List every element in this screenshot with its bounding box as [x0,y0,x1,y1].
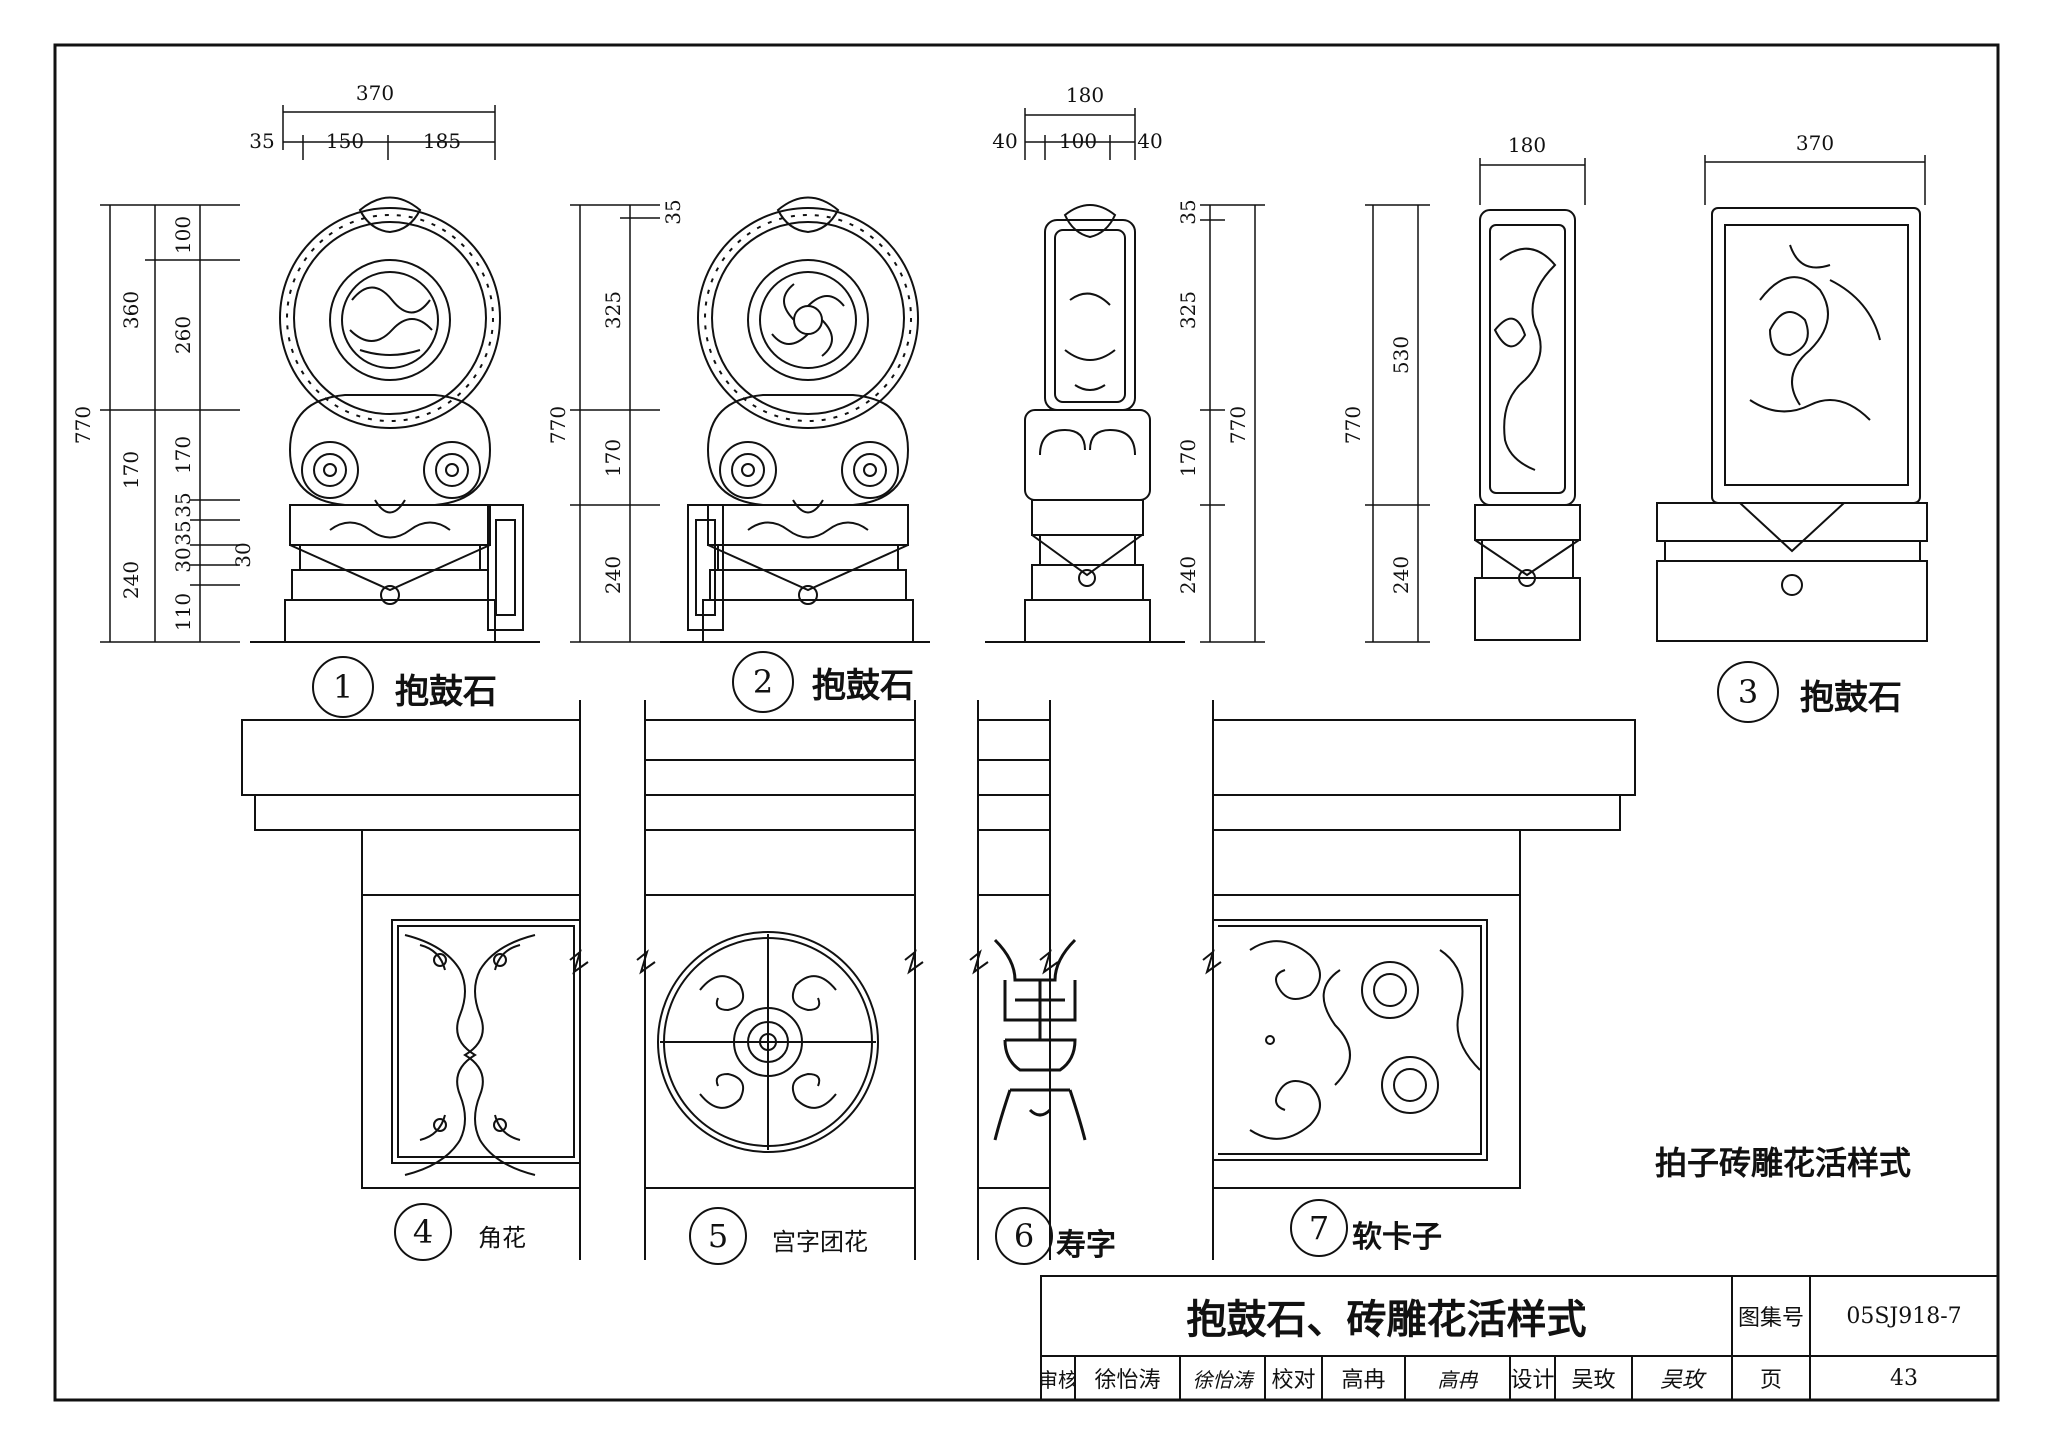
checker-signature: 高冉 [1437,1367,1478,1392]
designer-signature: 吴玫 [1659,1368,1704,1393]
dim-stone2-240: 240 [601,556,625,594]
stone-2-elevation [660,196,930,643]
dim-stone2-35: 35 [661,199,685,224]
drawing-number-circle-6 [995,1207,1053,1265]
dimension-labels: 370 35 150 185 180 40 100 40 180 370 770… [71,81,1834,631]
dim-stone1-240a: 240 [119,561,143,599]
dim-side-40-right: 40 [1137,129,1162,153]
drawing-number-circle-7 [1290,1199,1348,1257]
drawing-number-circle-3 [1717,661,1779,723]
stone-2-label: 抱鼓石 [812,666,914,706]
carving-label-ruankazi: 软卡子 [1352,1220,1442,1255]
drawing-number-circle-4 [394,1203,452,1261]
stone-1-label: 抱鼓石 [395,672,497,712]
dim-stone1-185: 185 [423,129,461,153]
drawing-number-3: 3 [1738,673,1758,711]
page-label: 页 [1759,1368,1782,1393]
review-label: 审核 [1041,1367,1075,1392]
dim-stone1-110: 110 [171,593,195,631]
dim-stone2-325: 325 [601,291,625,329]
atlas-number: 05SJ918-7 [1846,1303,1962,1329]
carving-panel-5-gongzi-tuanhua [657,931,879,1153]
drawing-number-circle-2 [732,651,794,713]
drawing-number-5: 5 [708,1217,728,1255]
stone-3-label: 抱鼓石 [1800,678,1902,718]
atlas-label: 图集号 [1737,1306,1804,1331]
drawing-number-2: 2 [753,663,773,701]
dim-stone1-770: 770 [71,406,95,444]
dim-stone1-30a: 30 [171,547,195,572]
drawing-number-circle-5 [689,1207,747,1265]
drawing-number-7: 7 [1309,1209,1329,1247]
drawing-border [53,43,2000,1402]
drawing-numbers: 1 2 3 4 5 6 7 [333,663,1758,1255]
stone-3-front-elevation [1656,207,1928,642]
dim-stone3-front-370: 370 [1796,131,1834,155]
dim-stone3-530: 530 [1389,336,1413,374]
drawing-title: 抱鼓石、砖雕花活样式 [1186,1297,1587,1343]
dim-stone3-side-180: 180 [1508,133,1546,157]
design-label: 设计 [1510,1368,1555,1393]
dim-stone1-260: 260 [171,316,195,354]
stone-1-elevation [250,196,540,643]
stone-side-elevation [985,204,1185,643]
reviewer-name: 徐怡涛 [1094,1368,1161,1393]
checker-name: 高冉 [1341,1368,1386,1393]
dim-stone1-35a: 35 [171,492,195,517]
dim-side-240: 240 [1176,556,1200,594]
dim-stone1-170b: 170 [171,436,195,474]
check-label: 校对 [1271,1368,1316,1393]
reviewer-signature: 徐怡涛 [1192,1367,1253,1392]
stone-3-side-elevation [1474,209,1581,641]
carving-panel-7-ruankazi [1213,919,1488,1161]
section-title: 拍子砖雕花活样式 [1655,1144,1912,1182]
dim-side-325: 325 [1176,291,1200,329]
dim-side-770: 770 [1226,406,1250,444]
dim-stone1-150: 150 [326,129,364,153]
carving-panel-4-jiaohua [391,919,581,1176]
title-block-grid [1040,1275,1999,1401]
drawing-number-1: 1 [333,668,353,706]
dim-stone1-width: 370 [356,81,394,105]
dim-stone1-100: 100 [171,216,195,254]
stone-3-side-dimensions [1365,158,1586,643]
dim-stone3-770: 770 [1341,406,1365,444]
stone-3-front-dimensions [1704,155,1926,205]
dim-stone1-35: 35 [249,129,274,153]
dim-side-40-left: 40 [992,129,1017,153]
dim-stone3-240: 240 [1389,556,1413,594]
dim-stone2-770: 770 [546,406,570,444]
dim-side-100: 100 [1059,129,1097,153]
carving-panel-6-shouzi [993,938,1087,1141]
designer-name: 吴玫 [1571,1368,1616,1393]
stone-side-dimensions [1024,108,1265,643]
brick-wall-elevation [241,700,1636,1260]
carving-label-jiaohua: 角花 [478,1224,526,1252]
carving-label-gongzi-tuanhua: 宫字团花 [772,1228,868,1256]
dim-stone1-35b: 35 [171,520,195,545]
dim-stone2-170: 170 [601,439,625,477]
dim-stone1-360: 360 [119,291,143,329]
dim-side-180: 180 [1066,83,1104,107]
dim-side-170: 170 [1176,439,1200,477]
drawing-number-circle-1 [312,656,374,718]
dim-side-35: 35 [1176,199,1200,224]
dim-stone1-30b: 30 [231,542,255,567]
dim-stone1-170a: 170 [119,451,143,489]
drawing-number-4: 4 [413,1213,433,1251]
stone-1-dimensions [100,105,496,643]
carving-label-shouzi: 寿字 [1056,1228,1116,1263]
page-number: 43 [1890,1365,1918,1391]
stone-2-dimensions [570,204,660,643]
drawing-number-6: 6 [1014,1217,1034,1255]
